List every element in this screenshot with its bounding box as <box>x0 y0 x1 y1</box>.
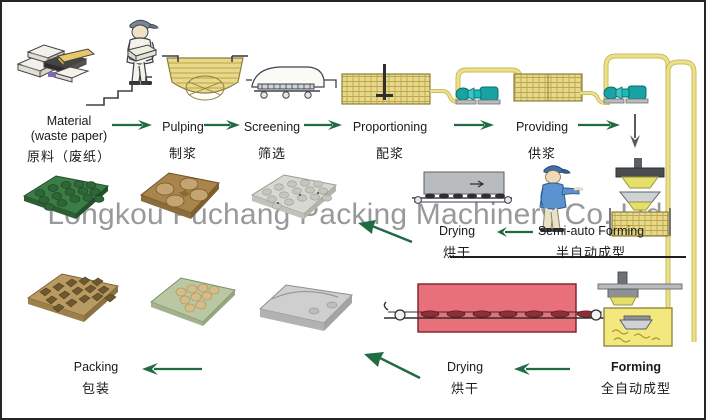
arrow-right-icon <box>112 119 152 131</box>
arrow-down-icon <box>628 114 642 148</box>
step-drying-auto: Drying 烘干 <box>430 360 500 397</box>
worker-operator <box>532 160 584 234</box>
arrow-left-icon <box>514 362 570 376</box>
arrow-up-left-icon <box>364 352 422 382</box>
step-forming-auto: Forming 全自动成型 <box>584 360 688 397</box>
step-screening-cn: 筛选 <box>257 146 286 162</box>
step-proportioning-cn: 配浆 <box>375 146 404 162</box>
step-pulping-cn: 制浆 <box>168 146 197 162</box>
step-providing-cn: 供浆 <box>527 146 556 162</box>
product-white-egg-tray <box>248 169 340 221</box>
automatic-drying-oven <box>382 282 612 344</box>
step-drying-semi-cn: 烘干 <box>442 245 471 261</box>
product-green-egg-tray <box>20 170 112 220</box>
step-drying-auto-en: Drying <box>446 360 484 374</box>
screening-machine <box>246 60 338 106</box>
step-forming-auto-cn: 全自动成型 <box>600 381 671 397</box>
step-pulping: Pulping 制浆 <box>150 120 216 162</box>
step-forming-auto-en: Forming <box>611 360 661 374</box>
step-material-cn: 原料（废纸） <box>26 149 111 165</box>
arrow-right-icon <box>578 119 620 131</box>
step-proportioning-en: Proportioning <box>352 120 428 134</box>
step-material-en-1: Material <box>46 114 92 128</box>
vertical-supply-pipe <box>662 54 697 344</box>
step-packing-en: Packing <box>73 360 119 374</box>
stairs <box>86 74 152 106</box>
slurry-pump-group-2 <box>602 46 674 106</box>
step-packing: Packing 包装 <box>58 360 134 397</box>
semi-auto-forming-press <box>600 158 680 238</box>
drying-conveyor <box>408 168 514 212</box>
arrow-up-left-icon <box>358 220 414 248</box>
step-drying-semi-en: Drying <box>438 224 476 238</box>
step-screening-en: Screening <box>243 120 301 134</box>
pulp-supply-tank <box>512 70 584 106</box>
step-pulping-en: Pulping <box>162 120 204 134</box>
step-providing-en: Providing <box>515 120 569 134</box>
product-green-egg-tray-with-eggs <box>145 270 241 330</box>
waste-paper-bales <box>14 32 96 87</box>
step-providing: Providing 供浆 <box>504 120 580 162</box>
step-proportioning: Proportioning 配浆 <box>342 120 438 162</box>
section-divider <box>450 256 686 258</box>
step-semi-auto-forming-en: Semi-auto Forming <box>537 224 645 238</box>
step-screening: Screening 筛选 <box>234 120 310 162</box>
step-material: Material (waste paper) 原料（废纸） <box>14 114 124 165</box>
arrow-left-icon <box>497 226 533 238</box>
pulper-vat <box>162 54 248 104</box>
product-brown-egg-tray <box>22 264 126 326</box>
step-drying-auto-cn: 烘干 <box>450 381 479 397</box>
step-semi-auto-forming-cn: 半自动成型 <box>555 245 626 261</box>
product-brown-cup-carrier <box>135 167 225 221</box>
proportioning-tank <box>338 64 434 108</box>
arrow-right-icon <box>454 119 494 131</box>
arrow-right-icon <box>204 119 240 131</box>
arrow-left-icon <box>142 362 202 376</box>
arrow-right-icon <box>304 119 342 131</box>
worker-carrying-paper <box>120 14 162 92</box>
automatic-forming-pulp-vat <box>600 302 680 350</box>
product-grey-egg-carton-box <box>252 277 360 333</box>
slurry-pump-group-1 <box>454 58 526 106</box>
automatic-forming-press <box>594 271 683 318</box>
step-packing-cn: 包装 <box>81 381 110 397</box>
step-material-en-2: (waste paper) <box>30 128 108 143</box>
